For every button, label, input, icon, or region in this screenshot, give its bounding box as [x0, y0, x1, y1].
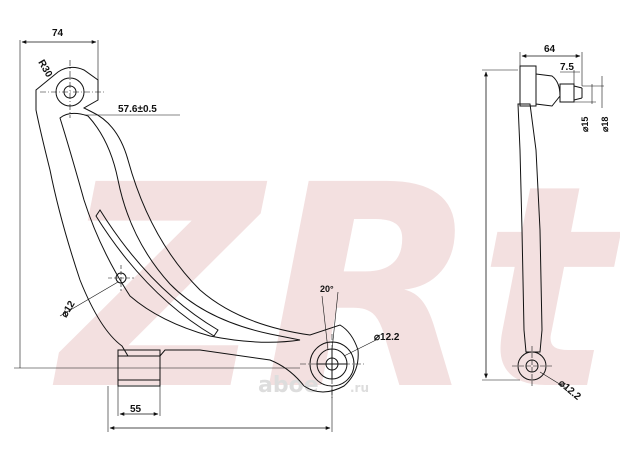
arm-inner-contour [59, 112, 301, 343]
watermark-site-name: aboe [258, 373, 319, 398]
dim-hole-ball: ⌀12.2 [374, 332, 400, 343]
side-top-head [519, 65, 537, 107]
dim-radius: R30 [35, 58, 54, 80]
side-dim-width: 64 [544, 44, 556, 55]
dim-bottom: 55 [130, 404, 142, 415]
dim-angle: 20° [320, 284, 334, 294]
side-stud-housing [535, 73, 561, 107]
front-view [14, 40, 377, 432]
side-view [482, 52, 604, 389]
arm-outline [35, 66, 359, 393]
watermark-site-suffix: .ru [350, 381, 369, 395]
watermark: ZRt aboe .ru [51, 126, 620, 452]
dim-bushing-offset: 57.6±0.5 [118, 104, 157, 115]
watermark-brand: ZRt [51, 126, 620, 452]
side-dim-stud-d15: ⌀15 [580, 117, 590, 132]
side-lower-eye-outer [517, 351, 547, 381]
side-arm-body [517, 103, 543, 353]
arm-slot [95, 209, 219, 337]
watermark-site: aboe .ru [258, 373, 369, 398]
side-stud [559, 83, 575, 103]
side-dim-stud-len: 7.5 [560, 62, 574, 73]
side-dim-stud-d18: ⌀18 [600, 117, 610, 132]
dim-width-top: 74 [52, 28, 64, 39]
